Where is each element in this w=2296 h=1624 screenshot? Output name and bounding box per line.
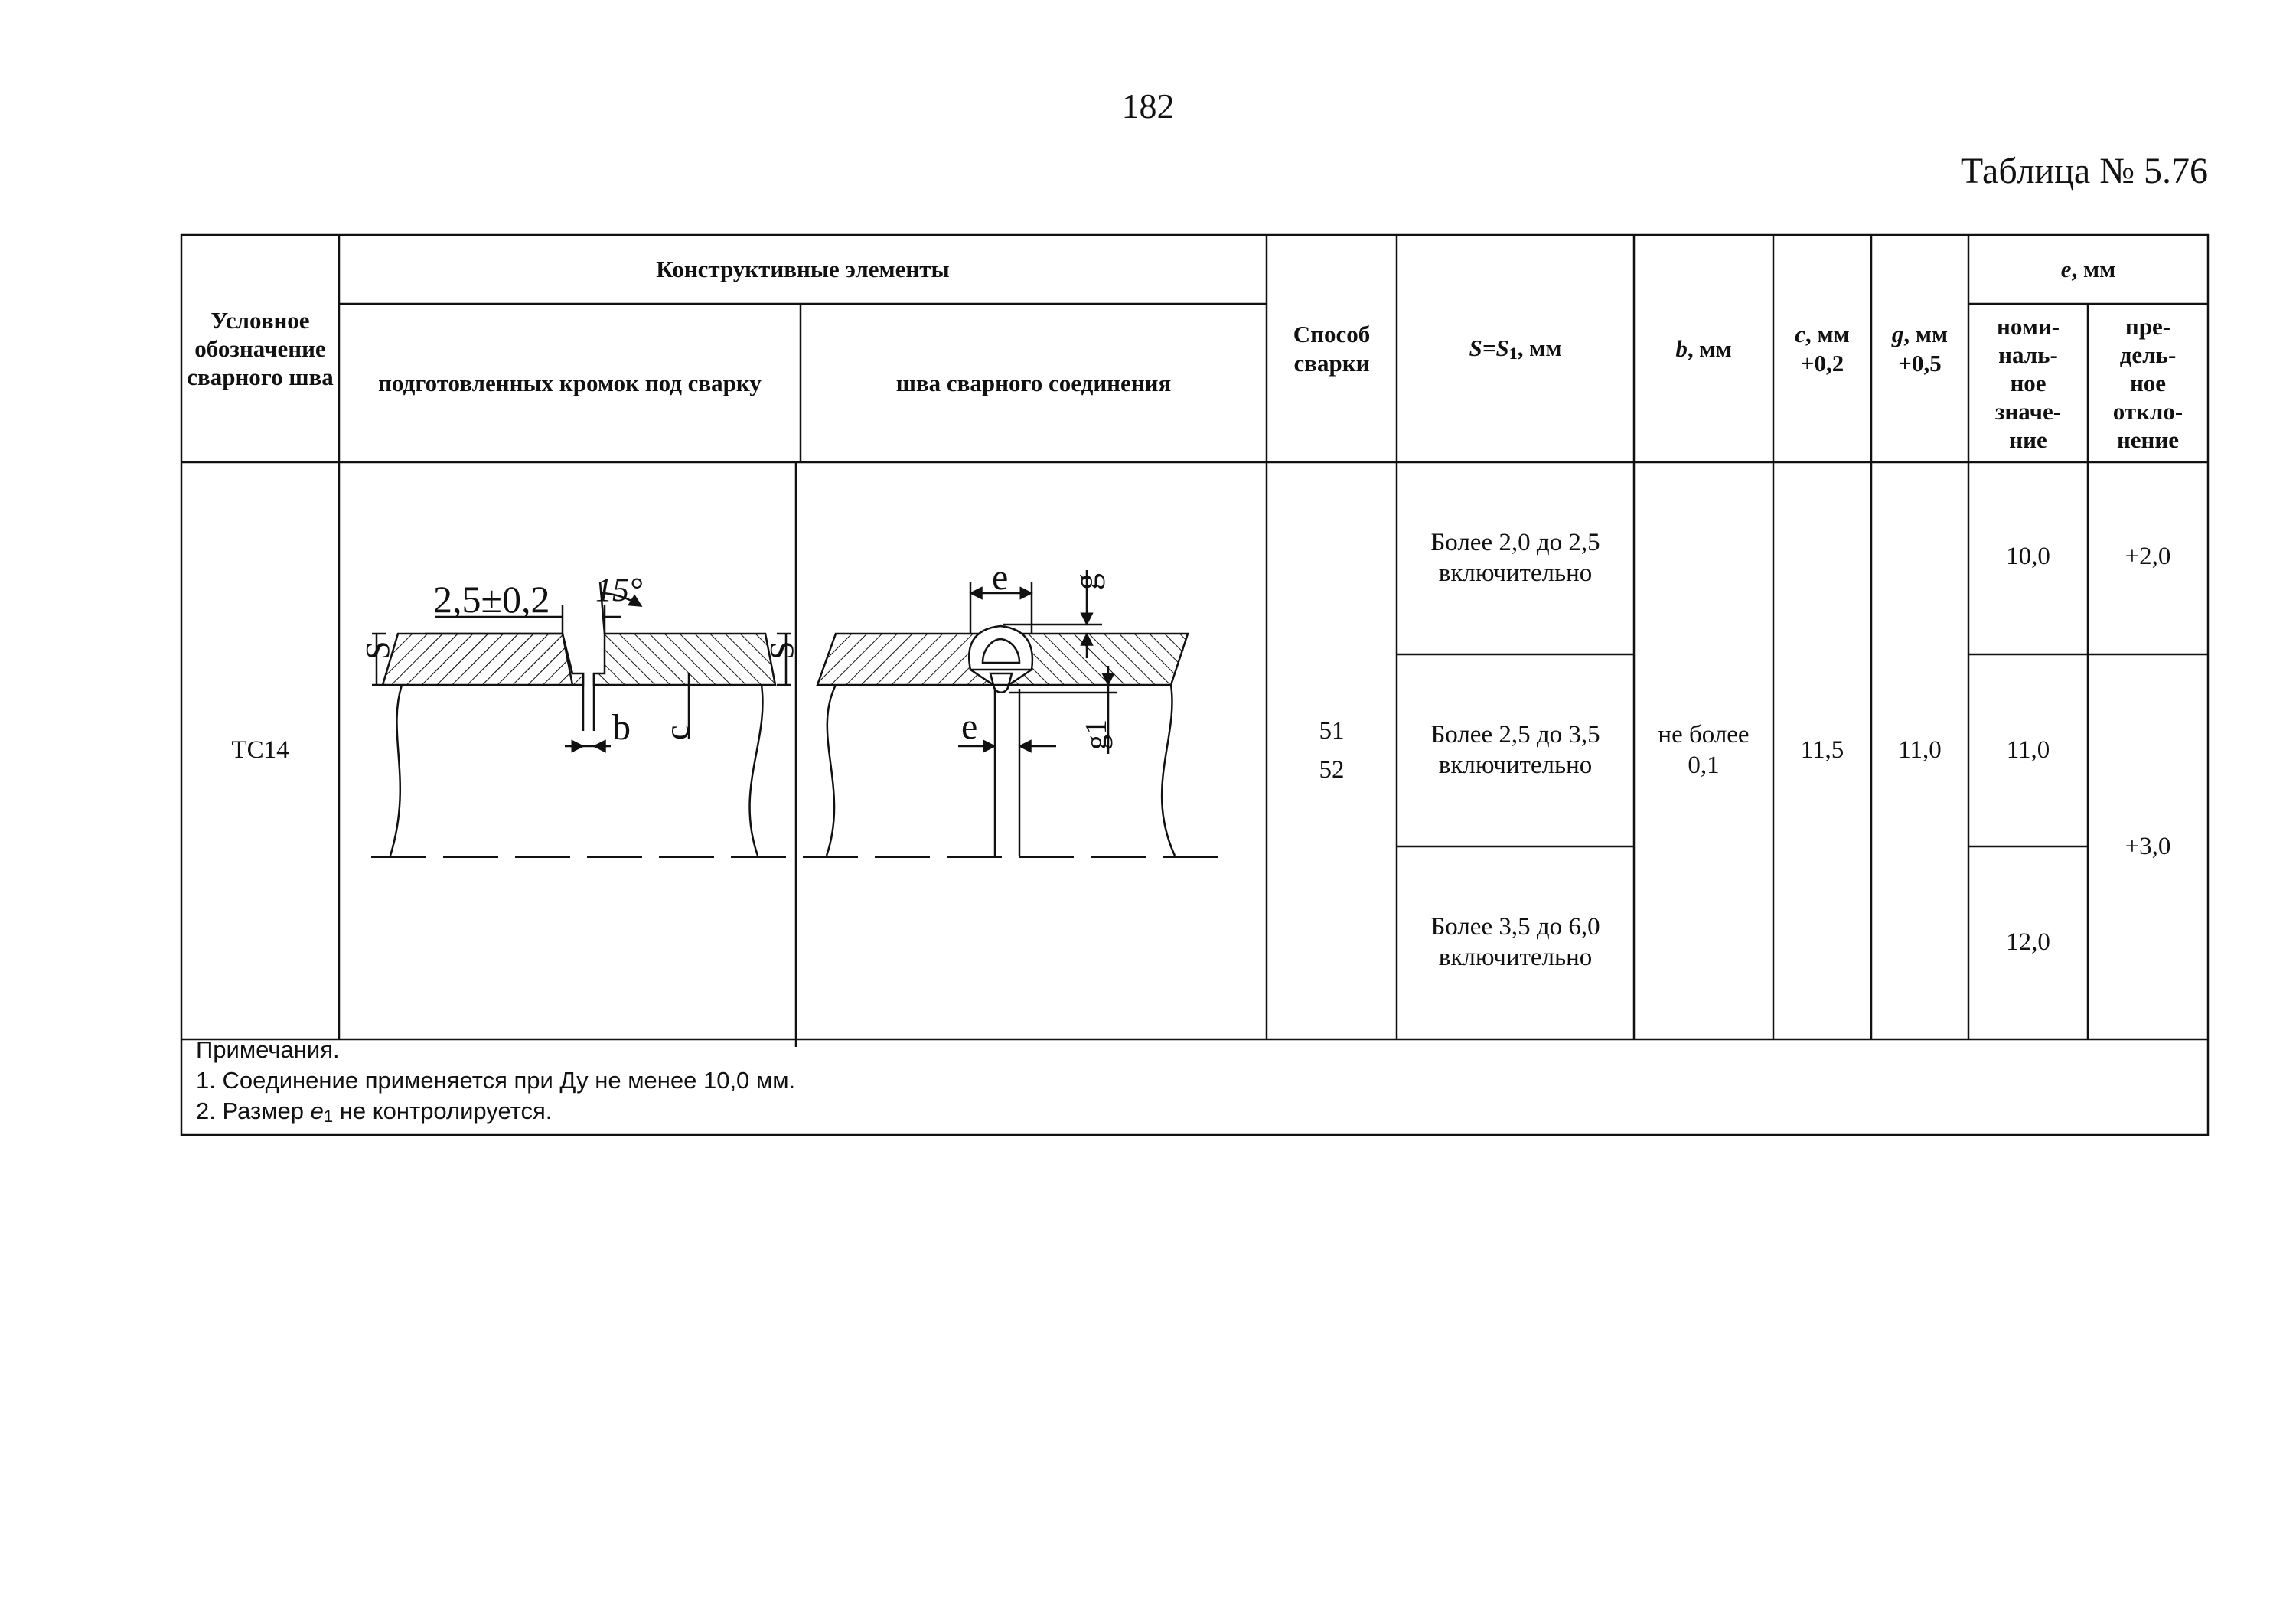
cell-e-deviation-1: +2,0 bbox=[2125, 543, 2171, 570]
cell-c: 11,5 bbox=[1800, 736, 1844, 765]
cell-e-nominal-3: 12,0 bbox=[2006, 928, 2050, 957]
cell-g: 11,0 bbox=[1898, 736, 1942, 765]
cell-welding-methods: 51 52 bbox=[1267, 462, 1397, 1039]
cell-thickness-2: Более 2,5 до 3,5 включительно bbox=[1430, 720, 1600, 779]
header-e-nominal: номи-наль-ное значе-ние bbox=[1994, 312, 2062, 454]
g1-label: g1 bbox=[1078, 719, 1113, 750]
cell-designation: ТС14 bbox=[231, 736, 289, 765]
cell-thickness-1: Более 2,0 до 2,5 включительно bbox=[1430, 529, 1600, 587]
table-border bbox=[180, 233, 2210, 1136]
header-g: g, мм +0,5 bbox=[1891, 321, 1949, 377]
e-label-bottom: e bbox=[961, 706, 977, 747]
s-label-left: S bbox=[359, 641, 396, 660]
table-caption: Таблица № 5.76 bbox=[1960, 151, 2208, 191]
e-label-top: e bbox=[992, 557, 1008, 598]
g-label: g bbox=[1068, 573, 1105, 590]
header-thickness: S=S1, мм bbox=[1469, 334, 1562, 363]
angle-label: 15° bbox=[595, 571, 643, 608]
weld-seam-drawing bbox=[816, 570, 1189, 856]
b-label: b bbox=[612, 707, 631, 748]
header-weld-seam: шва сварного соединения bbox=[895, 369, 1172, 396]
s-label-right: S bbox=[763, 641, 801, 660]
header-welding-method: Способ сварки bbox=[1293, 321, 1371, 377]
header-b: b, мм bbox=[1675, 334, 1732, 362]
note-1: 1. Соединение применяется при Ду не мене… bbox=[196, 1067, 796, 1094]
page-number: 182 bbox=[1121, 86, 1175, 126]
prepared-edges-drawing bbox=[372, 581, 791, 856]
header-e: e, мм bbox=[2060, 256, 2116, 283]
cell-thickness-3: Более 3,5 до 6,0 включительно bbox=[1430, 913, 1600, 971]
header-constructive-elements: Конструктивные элементы bbox=[656, 256, 950, 283]
header-designation: Условное обозначение сварного шва bbox=[187, 306, 334, 391]
cell-e-nominal-1: 10,0 bbox=[2006, 543, 2050, 570]
header-e-deviation: пре-дель-ное откло-нение bbox=[2112, 312, 2183, 454]
cell-b: не более 0,1 bbox=[1658, 721, 1750, 779]
cell-e-deviation-2: +3,0 bbox=[2125, 832, 2171, 860]
method-52: 52 bbox=[1319, 756, 1345, 784]
notes-heading: Примечания. bbox=[196, 1036, 340, 1063]
method-51: 51 bbox=[1319, 716, 1345, 745]
gap-label: 2,5±0,2 bbox=[433, 578, 550, 621]
cell-e-nominal-2: 11,0 bbox=[2006, 735, 2050, 764]
notes: Примечания. 1. Соединение применяется пр… bbox=[196, 1035, 795, 1132]
header-c: c, мм +0,2 bbox=[1795, 321, 1850, 377]
c-label: c bbox=[658, 725, 696, 740]
note-2: 2. Размер e1 не контролируется. bbox=[196, 1097, 553, 1126]
header-prepared-edges: подготовленных кромок под сварку bbox=[378, 369, 762, 396]
